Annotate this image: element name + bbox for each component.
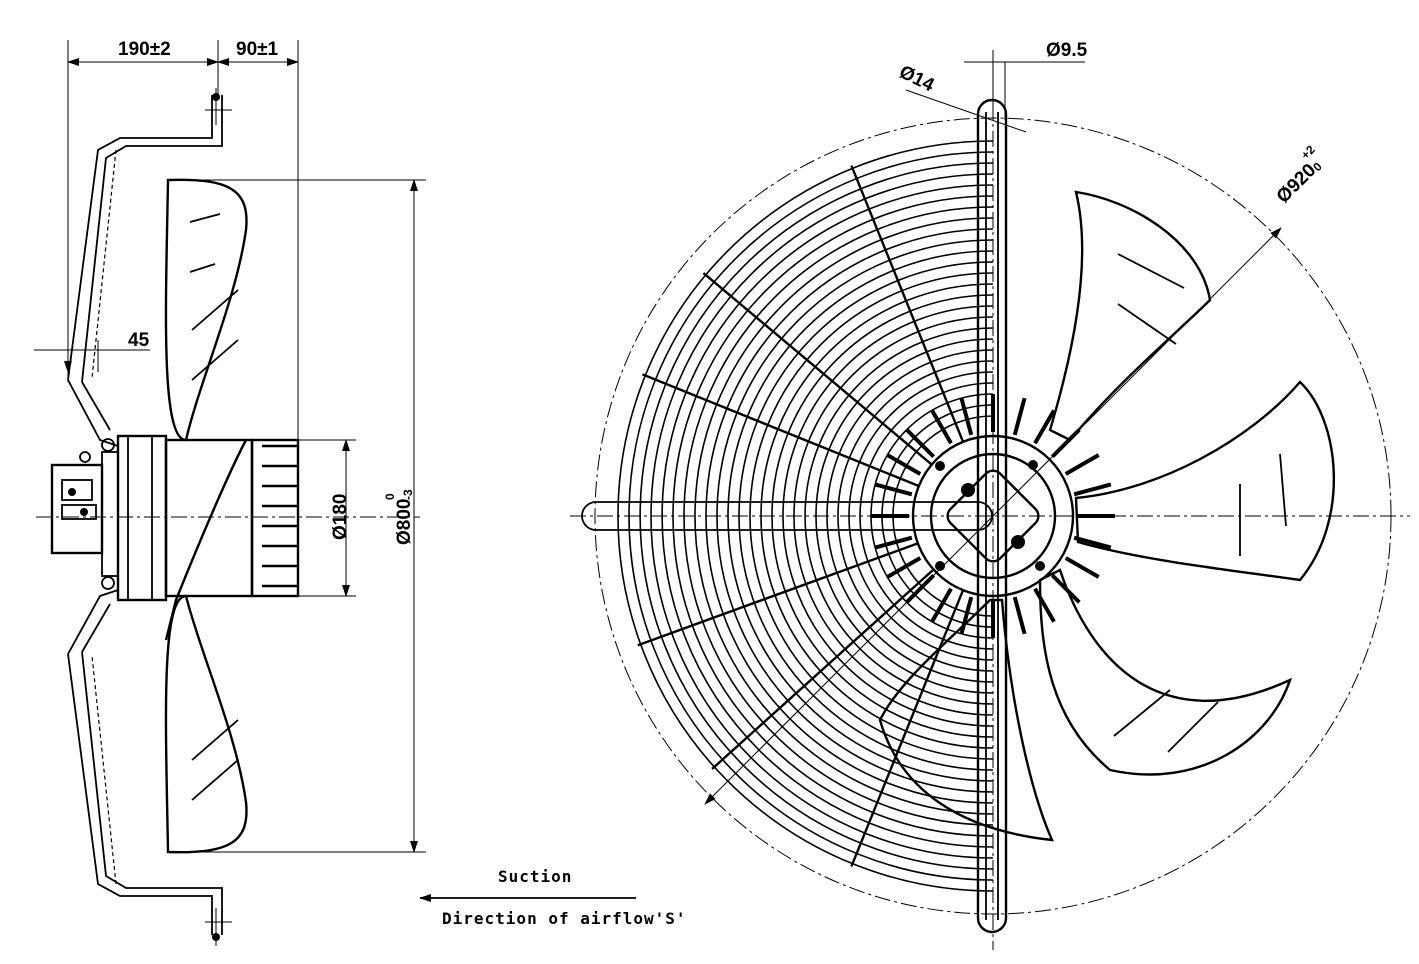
guard-ring [661, 184, 994, 848]
dim-hub: Ø180 [298, 439, 356, 597]
hub-fin [1064, 556, 1100, 579]
dim-overall-tol-lower: -3 [401, 489, 415, 500]
hub-fin [1012, 596, 1027, 635]
dim-hole-label: Ø14 [896, 62, 938, 97]
airflow-indicator: Suction Direction of airflow'S' [419, 867, 687, 928]
dim-axial-lengths: 190±2 90±1 [67, 39, 299, 448]
dim-guard-tol-upper: +2 [1298, 142, 1318, 162]
dim-45-label: 45 [128, 330, 150, 351]
motor-body [116, 434, 300, 602]
guard-ring [628, 151, 994, 881]
dim-overall: Ø800 0 -3 [168, 179, 426, 853]
blade-lower [878, 598, 1054, 842]
hub-fin [905, 428, 936, 459]
guard-spoke [702, 272, 933, 466]
guard-spoke [711, 568, 935, 770]
cooling-fins [262, 444, 298, 588]
dim-45: 45 [34, 330, 150, 373]
blades-side [164, 178, 248, 854]
dim-wire-label: Ø9.5 [1046, 40, 1088, 61]
hub-fin [874, 482, 913, 497]
airflow-label-bottom: Direction of airflow'S' [442, 909, 687, 928]
blade-upper-right [1048, 190, 1212, 442]
hub-fin [1050, 573, 1081, 604]
hub-fin [959, 596, 974, 635]
guard-ring [617, 140, 994, 892]
airflow-label-top: Suction [498, 867, 572, 886]
dim-90-label: 90±1 [236, 39, 279, 60]
mounting-bracket-top [67, 88, 232, 447]
front-view: Ø14 Ø9.5 Ø920 +2 0 [570, 40, 1410, 950]
hub-fin [1033, 587, 1056, 623]
mounting-bracket-bottom [67, 589, 232, 946]
blade-slots [1113, 253, 1287, 753]
guard-ring [639, 162, 994, 870]
guard-ring [650, 173, 994, 859]
hub-fin [874, 535, 913, 550]
blade-right [1074, 380, 1335, 582]
terminal-box [50, 438, 119, 590]
dim-overall-tol-upper: 0 [383, 493, 397, 500]
dim-hub-label: Ø180 [330, 494, 351, 540]
hub-fin [1012, 397, 1027, 436]
dim-overall-label: Ø800 [394, 499, 415, 545]
hub-fin [1064, 453, 1100, 476]
hub-fin [959, 397, 974, 436]
side-view: 190±2 90±1 45 [34, 39, 426, 946]
dim-hole-wire: Ø14 Ø9.5 [896, 40, 1088, 133]
dim-190-label: 190±2 [118, 39, 171, 60]
